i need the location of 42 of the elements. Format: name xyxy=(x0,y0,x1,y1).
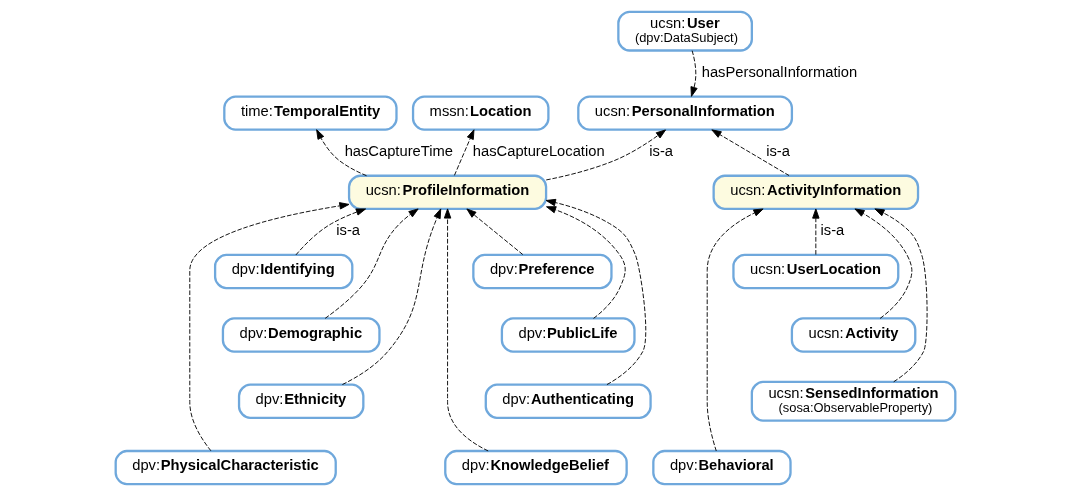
arrow xyxy=(854,208,913,319)
edge-label: hasCaptureTime xyxy=(344,143,453,160)
node-box: dpv:PublicLife xyxy=(500,317,636,353)
node-box: ucsn:PersonalInformation xyxy=(577,95,794,131)
arrow xyxy=(546,206,626,319)
node-box: mssn:Location xyxy=(411,95,550,131)
node-box: ucsn:ProfileInformation xyxy=(347,174,548,210)
node-box: ucsn:User (dpv:DataSubject) xyxy=(617,10,753,52)
node-box: time:TemporalEntity xyxy=(223,95,398,131)
arrow xyxy=(690,50,698,97)
node-box: dpv:Preference xyxy=(472,253,613,290)
arrow xyxy=(454,129,475,176)
edge-label: hasPersonalInformation xyxy=(701,64,858,81)
arrow xyxy=(466,208,524,255)
arrow xyxy=(341,208,442,385)
arrow xyxy=(545,198,647,386)
arrow xyxy=(316,129,367,177)
arrow xyxy=(711,129,790,176)
node-box: ucsn:ActivityInformation xyxy=(712,174,920,210)
node-box: dpv:Ethnicity xyxy=(237,383,365,419)
arrow xyxy=(874,208,928,383)
node-box: ucsn:SensedInformation (sosa:ObservableProperty) xyxy=(750,380,957,422)
arrow xyxy=(189,202,350,452)
edge-label: is-a xyxy=(336,222,361,239)
node-box: dpv:KnowledgeBelief xyxy=(444,449,628,486)
node-box: dpv:Behavioral xyxy=(652,449,792,486)
arrow xyxy=(545,129,667,181)
arrow xyxy=(324,208,419,319)
node-box: dpv:Authenticating xyxy=(484,383,652,419)
arrow xyxy=(812,208,820,255)
arrow xyxy=(706,208,764,452)
arrow xyxy=(443,208,489,452)
edge-label: hasCaptureLocation xyxy=(472,143,605,160)
edge-label: is-a xyxy=(766,143,790,160)
arrow xyxy=(295,208,367,256)
edge-label: is-a xyxy=(649,143,674,160)
edge-label: is-a xyxy=(820,222,845,239)
node-box: dpv:Demographic xyxy=(221,317,381,353)
node-box: ucsn:UserLocation xyxy=(732,253,900,290)
node-box: dpv:Identifying xyxy=(213,253,354,290)
node-box: dpv:PhysicalCharacteristic xyxy=(114,449,337,486)
node-box: ucsn:Activity xyxy=(790,317,917,353)
